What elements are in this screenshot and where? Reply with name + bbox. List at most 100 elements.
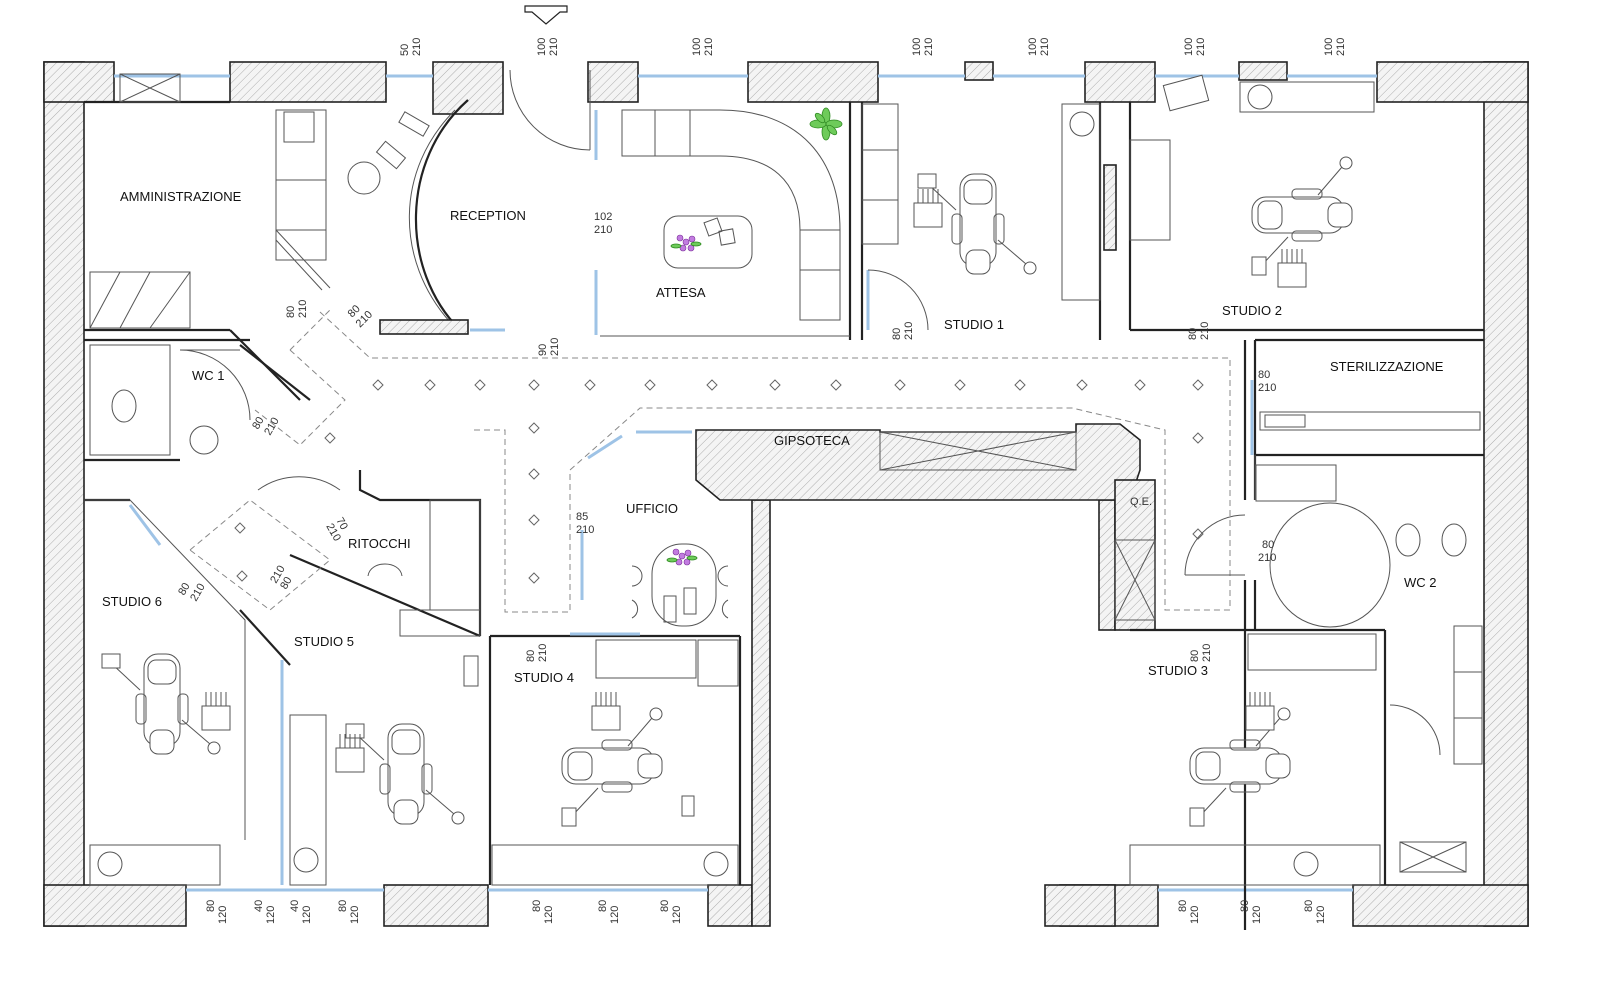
dim-studio4-door-2: 210 [537,644,549,662]
sterilization-counter [1250,380,1481,500]
dim-ufficio-door: 85 [576,511,588,523]
dim-bottom-label: 80 [337,900,349,912]
dim-top-g: 100 [1323,38,1335,56]
dim-top-d: 100 [911,38,923,56]
studio2-furniture [1103,74,1375,288]
dim-attesa-door-2: 210 [594,224,612,236]
dim-bottom-label: 80 [1177,900,1189,912]
dim-bottom-label: 80 [531,900,543,912]
spotlight-icon [528,422,540,434]
dim-top-b: 100 [536,38,548,56]
spotlight-icon [644,379,656,391]
dim-bottom-label: 120 [609,906,621,924]
dim-top-c2: 210 [703,38,715,56]
dim-studio1-door-2: 210 [903,322,915,340]
dim-top-b2: 210 [548,38,560,56]
spotlight-icon [474,379,486,391]
spotlight-icon [234,522,246,534]
spotlight-icon [1192,528,1204,540]
ritocchi-furniture [257,476,481,637]
label-amministrazione: AMMINISTRAZIONE [120,189,242,204]
dim-wc1-door-2: 210 [262,416,282,438]
label-gipsoteca: GIPSOTECA [774,433,850,448]
spotlight-icon [706,379,718,391]
spotlight-icon [372,379,384,391]
dim-bottom-label: 80 [597,900,609,912]
label-sterilizzazione: STERILIZZAZIONE [1330,359,1444,374]
dim-steril-door: 80 [1258,369,1270,381]
dimension-labels: 50 210 100 210 100 210 100 210 100 210 1… [176,38,1347,662]
spotlight-icon [894,379,906,391]
spotlight-icon [1014,379,1026,391]
spotlight-icon [954,379,966,391]
dim-amm-door-2: 210 [297,300,309,318]
dim-amm-door: 80 [285,306,297,318]
dim-top-a2: 210 [411,38,423,56]
spotlight-icon [1192,432,1204,444]
dim-studio2-door: 80 [1187,328,1199,340]
dim-wc2-door: 80 [1262,539,1274,551]
dim-bottom-label: 120 [1189,906,1201,924]
spotlight-icon [528,514,540,526]
dim-bottom-label: 80 [1239,900,1251,912]
reception-counter [379,99,505,335]
dim-corr-90: 90 [537,344,549,356]
dim-bottom-label: 120 [217,906,229,924]
dim-top-a: 50 [399,44,411,56]
room-labels: AMMINISTRAZIONE RECEPTION ATTESA STUDIO … [102,189,1444,685]
spotlight-icon [1134,379,1146,391]
qe-cabinet [1114,539,1156,621]
label-qe: Q.E. [1130,496,1152,508]
spotlight-icon [236,570,248,582]
label-studio3: STUDIO 3 [1148,663,1208,678]
waiting-sofa [594,107,850,337]
label-attesa: ATTESA [656,285,706,300]
spotlight-icon [584,379,596,391]
dim-studio6-door: 80 [176,581,193,598]
dim-bottom-label: 120 [301,906,313,924]
dim-wc1-door: 80 [250,415,267,432]
windows [114,74,1377,892]
dim-top-e: 100 [1027,38,1039,56]
label-studio1: STUDIO 1 [944,317,1004,332]
dim-attesa-door: 102 [594,211,612,223]
spotlight-icon [830,379,842,391]
ufficio-furniture [580,430,729,627]
spotlight-icon [324,432,336,444]
dim-studio4-door: 80 [525,650,537,662]
dim-studio2-door-2: 210 [1199,322,1211,340]
dim-top-d2: 210 [923,38,935,56]
dim-studio1-door: 80 [891,328,903,340]
label-wc2: WC 2 [1404,575,1437,590]
dim-bottom-label: 80 [659,900,671,912]
label-studio6: STUDIO 6 [102,594,162,609]
spotlight-icon [424,379,436,391]
dim-bottom-label: 120 [1251,906,1263,924]
dim-bottom-label: 80 [205,900,217,912]
dim-studio3-door-2: 210 [1201,644,1213,662]
studio6-furniture [84,499,246,886]
label-reception: RECEPTION [450,208,526,223]
label-ufficio: UFFICIO [626,501,678,516]
dim-ufficio-door-2: 210 [576,524,594,536]
dim-bottom-label: 120 [671,906,683,924]
entrance [509,5,591,151]
dim-studio6-door-2: 210 [188,582,208,604]
spotlight-icon [1076,379,1088,391]
dim-bottom-label: 40 [253,900,265,912]
studio4-furniture [491,632,739,886]
courtyard-walls [695,423,1156,927]
entrance-arrow-icon [524,5,568,25]
dim-bottom-label: 120 [543,906,555,924]
label-studio4: STUDIO 4 [514,670,574,685]
spotlight-icon [1192,379,1204,391]
dim-top-e2: 210 [1039,38,1051,56]
label-studio2: STUDIO 2 [1222,303,1282,318]
dim-bottom-label: 120 [1315,906,1327,924]
exterior-walls [43,61,1529,927]
corridor-spotlights [234,379,1204,584]
wc1-fixtures [89,344,311,456]
dim-top-g2: 210 [1335,38,1347,56]
gipsoteca-shelf [879,431,1077,471]
spotlight-icon [528,572,540,584]
